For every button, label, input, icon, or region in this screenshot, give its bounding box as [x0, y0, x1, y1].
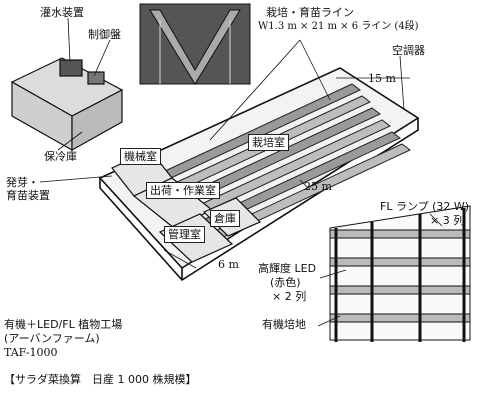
air-conditioner-label: 空調器 — [392, 44, 425, 57]
equipment-cutaway — [10, 57, 124, 152]
control-panel-label: 制御盤 — [88, 28, 121, 41]
germination-label: 発芽・ 育苗装置 — [6, 176, 50, 202]
irrigation-label: 灌水装置 — [40, 6, 84, 19]
caption-line-3: TAF-1000 — [4, 346, 58, 359]
dim-6m-label: 6 m — [218, 258, 239, 271]
led-color-label: (赤色) — [270, 276, 301, 289]
cultivation-line-label: 栽培・育苗ライン — [266, 6, 354, 19]
rack-closeup — [329, 205, 471, 342]
cultivation-room-label: 栽培室 — [248, 134, 289, 151]
machine-room-label: 機械室 — [120, 148, 161, 165]
cultivation-spec-label: W1.3 m × 21 m × 6 ライン (4段) — [258, 21, 419, 32]
caption-line-1: 有機＋LED/FL 植物工場 — [4, 318, 123, 331]
cool-storage-label: 保冷庫 — [44, 150, 77, 163]
footer-note: 【サラダ菜換算 日産 1 000 株規模】 — [4, 373, 197, 386]
interior-photo — [139, 3, 251, 85]
fl-cols-label: × 3 列 — [430, 214, 465, 227]
warehouse-label: 倉庫 — [210, 210, 240, 227]
led-cols-label: × 2 列 — [272, 290, 307, 303]
dim-15m-label: 15 m — [368, 72, 396, 85]
caption-line-2: (アーバンファーム) — [4, 332, 100, 345]
shipping-room-label: 出荷・作業室 — [146, 182, 220, 199]
management-room-label: 管理室 — [164, 226, 205, 243]
led-label: 高輝度 LED — [258, 262, 317, 275]
leader-lines — [39, 17, 443, 327]
dim-25m-label: 25 m — [304, 180, 332, 193]
fl-lamp-label: FL ランプ (32 W) — [380, 200, 470, 213]
caption-box: 有機＋LED/FL 植物工場 (アーバンファーム) TAF-1000 — [4, 318, 154, 370]
medium-label: 有機培地 — [262, 318, 306, 331]
